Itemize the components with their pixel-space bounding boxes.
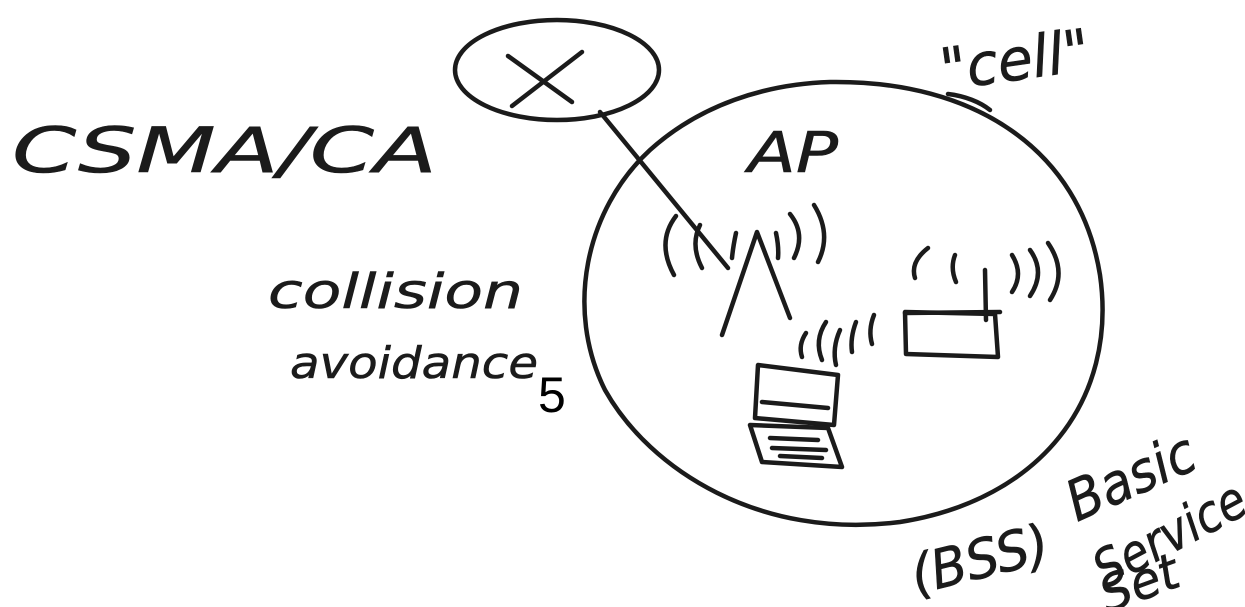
crossed-out-oval	[452, 17, 662, 123]
cell-pointer-stroke	[945, 91, 993, 113]
cross-mark-icon	[505, 49, 585, 109]
wireless-device-icon	[902, 240, 1061, 360]
page-number: 5	[538, 367, 566, 423]
avoidance-label: avoidance	[290, 338, 538, 389]
laptop-icon	[747, 312, 877, 470]
collision-label: collision	[268, 264, 523, 320]
bss-label: (BSS)	[904, 512, 1055, 607]
csma-ca-label: CSMA/CA	[12, 114, 437, 187]
ap-label: AP	[744, 121, 838, 186]
access-point-icon	[663, 202, 827, 338]
interference-line	[597, 109, 731, 271]
cell-label: "cell"	[936, 16, 1094, 104]
cell-boundary-circle	[582, 79, 1105, 528]
